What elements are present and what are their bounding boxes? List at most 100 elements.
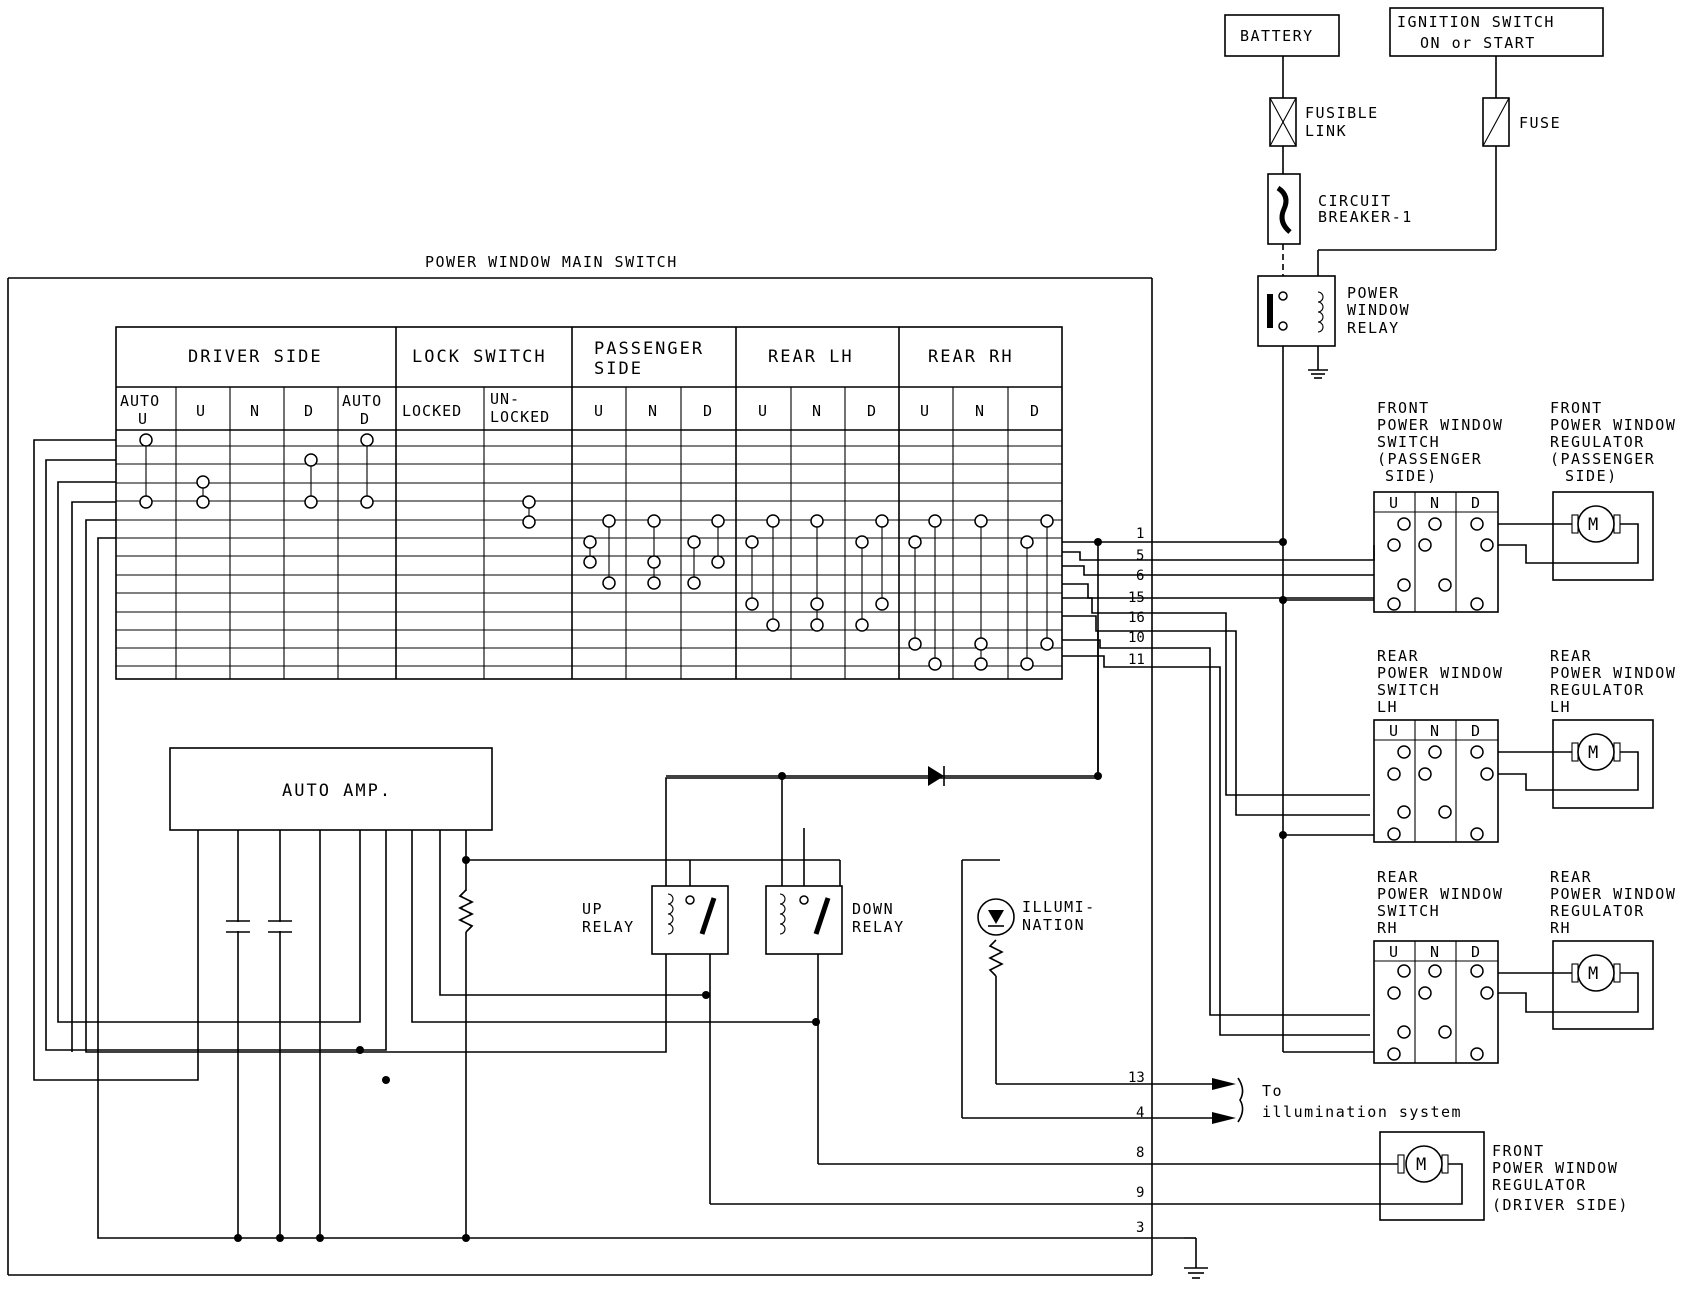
- fp-switch-label-5: SIDE): [1385, 467, 1438, 485]
- rrh-reg-label-4: RH: [1550, 919, 1571, 937]
- col-rlh-u: U: [758, 402, 768, 420]
- driver-motor-icon: M: [1416, 1155, 1428, 1175]
- col-auto-u-1: AUTO: [120, 392, 160, 410]
- fp-reg-label-4: (PASSENGER: [1550, 450, 1655, 468]
- rlh-switch-label-1: REAR: [1377, 647, 1419, 665]
- front-passenger-regulator: M: [1498, 491, 1654, 581]
- pin-3: 3: [1136, 1220, 1144, 1236]
- pin-10: 10: [1128, 630, 1145, 646]
- fp-switch-label-1: FRONT: [1377, 399, 1430, 417]
- rrh-switch-label-2: POWER WINDOW: [1377, 885, 1503, 903]
- col-pass-n: N: [648, 402, 658, 420]
- battery-box: [1224, 14, 1340, 57]
- fp-col-d: D: [1471, 494, 1481, 512]
- relay-label-2: WINDOW: [1347, 301, 1410, 319]
- rrh-col-n: N: [1430, 943, 1440, 961]
- fp-reg-label-1: FRONT: [1550, 399, 1603, 417]
- ignition-label-1: IGNITION SWITCH: [1397, 13, 1555, 31]
- rlh-motor-icon: M: [1588, 743, 1600, 763]
- driver-reg-label-3: REGULATOR: [1492, 1176, 1587, 1194]
- fp-reg-label-3: REGULATOR: [1550, 433, 1645, 451]
- to-illumination-label: illumination system: [1262, 1103, 1462, 1121]
- pin-11: 11: [1128, 652, 1145, 668]
- to-label: To: [1262, 1082, 1283, 1100]
- pin-16: 16: [1128, 610, 1145, 626]
- col-driver-u: U: [196, 402, 206, 420]
- fp-switch-label-2: POWER WINDOW: [1377, 416, 1503, 434]
- col-auto-u-2: U: [138, 410, 148, 428]
- rrh-col-u: U: [1389, 943, 1399, 961]
- rlh-reg-label-4: LH: [1550, 698, 1571, 716]
- illum-label-2: NATION: [1022, 916, 1085, 934]
- fusible-link-label-1: FUSIBLE: [1305, 104, 1379, 122]
- up-relay-label-1: UP: [582, 900, 603, 918]
- col-pass-u: U: [594, 402, 604, 420]
- rlh-switch-label-2: POWER WINDOW: [1377, 664, 1503, 682]
- auto-amp-box: [169, 747, 493, 831]
- rlh-col-n: N: [1430, 722, 1440, 740]
- driver-reg-label-2: POWER WINDOW: [1492, 1159, 1618, 1177]
- rear-lh-regulator: M: [1498, 719, 1654, 809]
- rrh-col-d: D: [1471, 943, 1481, 961]
- fp-motor-icon: M: [1588, 515, 1600, 535]
- battery-label: BATTERY: [1240, 27, 1314, 45]
- hdr-lock-switch: LOCK SWITCH: [412, 347, 547, 367]
- rrh-motor-icon: M: [1588, 964, 1600, 984]
- rlh-reg-label-2: POWER WINDOW: [1550, 664, 1676, 682]
- pin-5: 5: [1136, 548, 1144, 564]
- front-passenger-switch: U N D: [1373, 491, 1499, 613]
- fp-switch-label-4: (PASSENGER: [1377, 450, 1482, 468]
- down-relay-label-1: DOWN: [852, 900, 894, 918]
- col-rrh-n: N: [975, 402, 985, 420]
- pin-13: 13: [1128, 1070, 1145, 1086]
- fuse-label: FUSE: [1519, 114, 1561, 132]
- relay-label-3: RELAY: [1347, 319, 1400, 337]
- col-rlh-d: D: [867, 402, 877, 420]
- switch-table: DRIVER SIDE LOCK SWITCH PASSENGER SIDE R…: [115, 326, 1063, 680]
- col-auto-d-2: D: [360, 410, 370, 428]
- fp-switch-label-3: SWITCH: [1377, 433, 1440, 451]
- driver-reg-label-1: FRONT: [1492, 1142, 1545, 1160]
- fp-col-n: N: [1430, 494, 1440, 512]
- breaker-label-2: BREAKER-1: [1318, 208, 1413, 226]
- hdr-rear-rh: REAR RH: [928, 347, 1014, 367]
- pin-15: 15: [1128, 590, 1145, 606]
- rlh-reg-label-1: REAR: [1550, 647, 1592, 665]
- rear-rh-switch: U N D: [1373, 940, 1499, 1064]
- hdr-driver-side: DRIVER SIDE: [188, 347, 323, 367]
- fp-reg-label-2: POWER WINDOW: [1550, 416, 1676, 434]
- pin-9: 9: [1136, 1185, 1144, 1201]
- relay-label-1: POWER: [1347, 284, 1400, 302]
- driver-side-regulator: M: [1374, 1131, 1485, 1221]
- rrh-reg-label-3: REGULATOR: [1550, 902, 1645, 920]
- rrh-switch-label-1: REAR: [1377, 868, 1419, 886]
- fusible-link-label-2: LINK: [1305, 122, 1347, 140]
- col-driver-d: D: [304, 402, 314, 420]
- circuit-breaker-icon: [1267, 173, 1301, 245]
- rrh-reg-label-2: POWER WINDOW: [1550, 885, 1676, 903]
- rrh-reg-label-1: REAR: [1550, 868, 1592, 886]
- main-switch-title: POWER WINDOW MAIN SWITCH: [425, 253, 678, 271]
- down-relay-label-2: RELAY: [852, 918, 905, 936]
- col-driver-n: N: [250, 402, 260, 420]
- col-rrh-u: U: [920, 402, 930, 420]
- ignition-label-2: ON or START: [1420, 34, 1536, 52]
- illum-label-1: ILLUMI-: [1022, 898, 1096, 916]
- pin-4: 4: [1136, 1105, 1144, 1121]
- col-rrh-d: D: [1030, 402, 1040, 420]
- col-unlocked-1: UN-: [490, 390, 520, 408]
- rlh-col-d: D: [1471, 722, 1481, 740]
- col-auto-d-1: AUTO: [342, 392, 382, 410]
- pin-8: 8: [1136, 1145, 1144, 1161]
- col-unlocked-2: LOCKED: [490, 408, 550, 426]
- auto-amp-label: AUTO AMP.: [282, 781, 392, 801]
- col-rlh-n: N: [812, 402, 822, 420]
- ignition-switch-box: [1389, 7, 1604, 57]
- pin-6: 6: [1136, 568, 1144, 584]
- driver-reg-label-4: (DRIVER SIDE): [1492, 1196, 1629, 1214]
- fp-col-u: U: [1389, 494, 1399, 512]
- hdr-passenger-side: SIDE: [594, 359, 643, 379]
- col-pass-d: D: [703, 402, 713, 420]
- rear-lh-switch: U N D: [1373, 719, 1499, 843]
- hdr-rear-lh: REAR LH: [768, 347, 854, 367]
